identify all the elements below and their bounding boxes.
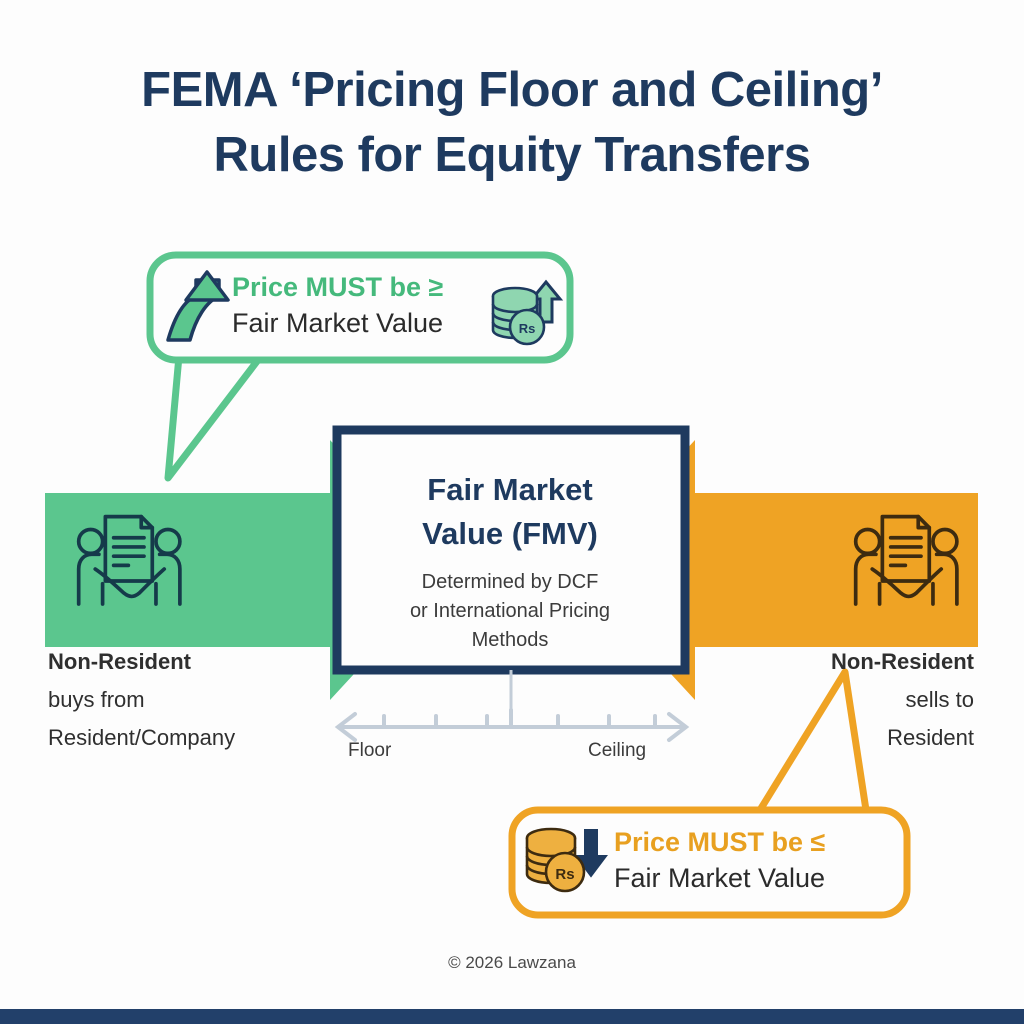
rupee-coins-up-icon: Rs bbox=[491, 279, 564, 346]
orange-flow-label: Non-Resident sells to Resident bbox=[690, 643, 974, 756]
floor-ceiling-axis bbox=[334, 708, 690, 742]
page-title-line-2: Rules for Equity Transfers bbox=[213, 127, 811, 182]
rupee-coins-down-icon: Rs bbox=[525, 827, 608, 893]
page-title: FEMA ‘Pricing Floor and Ceiling’ Rules f… bbox=[62, 58, 962, 187]
handshake-document-icon bbox=[76, 514, 182, 606]
page-title-line-1: FEMA ‘Pricing Floor and Ceiling’ bbox=[141, 63, 883, 117]
fmv-subtitle-line-2: or International Pricing bbox=[409, 600, 611, 622]
fmv-subtitle-line-1: Determined by DCF bbox=[421, 571, 599, 593]
bottom-accent-bar bbox=[0, 1009, 1024, 1024]
fmv-heading: Fair Market Value (FMV) bbox=[345, 468, 675, 556]
green-flow-label-line-2: buys from bbox=[48, 686, 145, 712]
green-flow-label: Non-Resident buys from Resident/Company bbox=[48, 643, 338, 756]
handshake-document-icon bbox=[853, 514, 959, 606]
svg-text:Rs: Rs bbox=[519, 321, 536, 336]
floor-label: Floor bbox=[348, 740, 392, 761]
footer-credit: © 2026 Lawzana bbox=[448, 953, 576, 972]
green-bubble-tail bbox=[164, 341, 262, 482]
orange-flow-label-line-3: Resident bbox=[887, 724, 974, 750]
fmv-subtitle-line-3: Methods bbox=[471, 629, 549, 651]
arrow-up-curved-icon bbox=[166, 270, 230, 342]
green-callout-line-1: Price MUST be ≥ bbox=[232, 272, 444, 302]
green-flow-label-line-3: Resident/Company bbox=[48, 724, 236, 750]
svg-text:Rs: Rs bbox=[555, 866, 574, 883]
orange-callout-text: Price MUST be ≤ Fair Market Value bbox=[614, 827, 894, 895]
orange-flow-label-line-2: sells to bbox=[905, 686, 974, 712]
ceiling-label: Ceiling bbox=[588, 740, 647, 761]
fmv-heading-line-2: Value (FMV) bbox=[422, 516, 598, 552]
fmv-box bbox=[332, 425, 690, 675]
orange-callout-bubble bbox=[508, 806, 911, 919]
orange-callout-line-2: Fair Market Value bbox=[614, 862, 826, 893]
green-callout-bubble bbox=[146, 251, 574, 364]
green-flow-label-line-1: Non-Resident bbox=[48, 649, 191, 674]
orange-callout-line-1: Price MUST be ≤ bbox=[614, 827, 826, 857]
fmv-heading-line-1: Fair Market bbox=[427, 472, 593, 507]
green-callout-text: Price MUST be ≥ Fair Market Value bbox=[232, 272, 492, 340]
orange-flow-label-line-1: Non-Resident bbox=[831, 649, 974, 674]
green-callout-line-2: Fair Market Value bbox=[232, 307, 444, 338]
fmv-subtitle: Determined by DCF or International Prici… bbox=[345, 568, 675, 655]
